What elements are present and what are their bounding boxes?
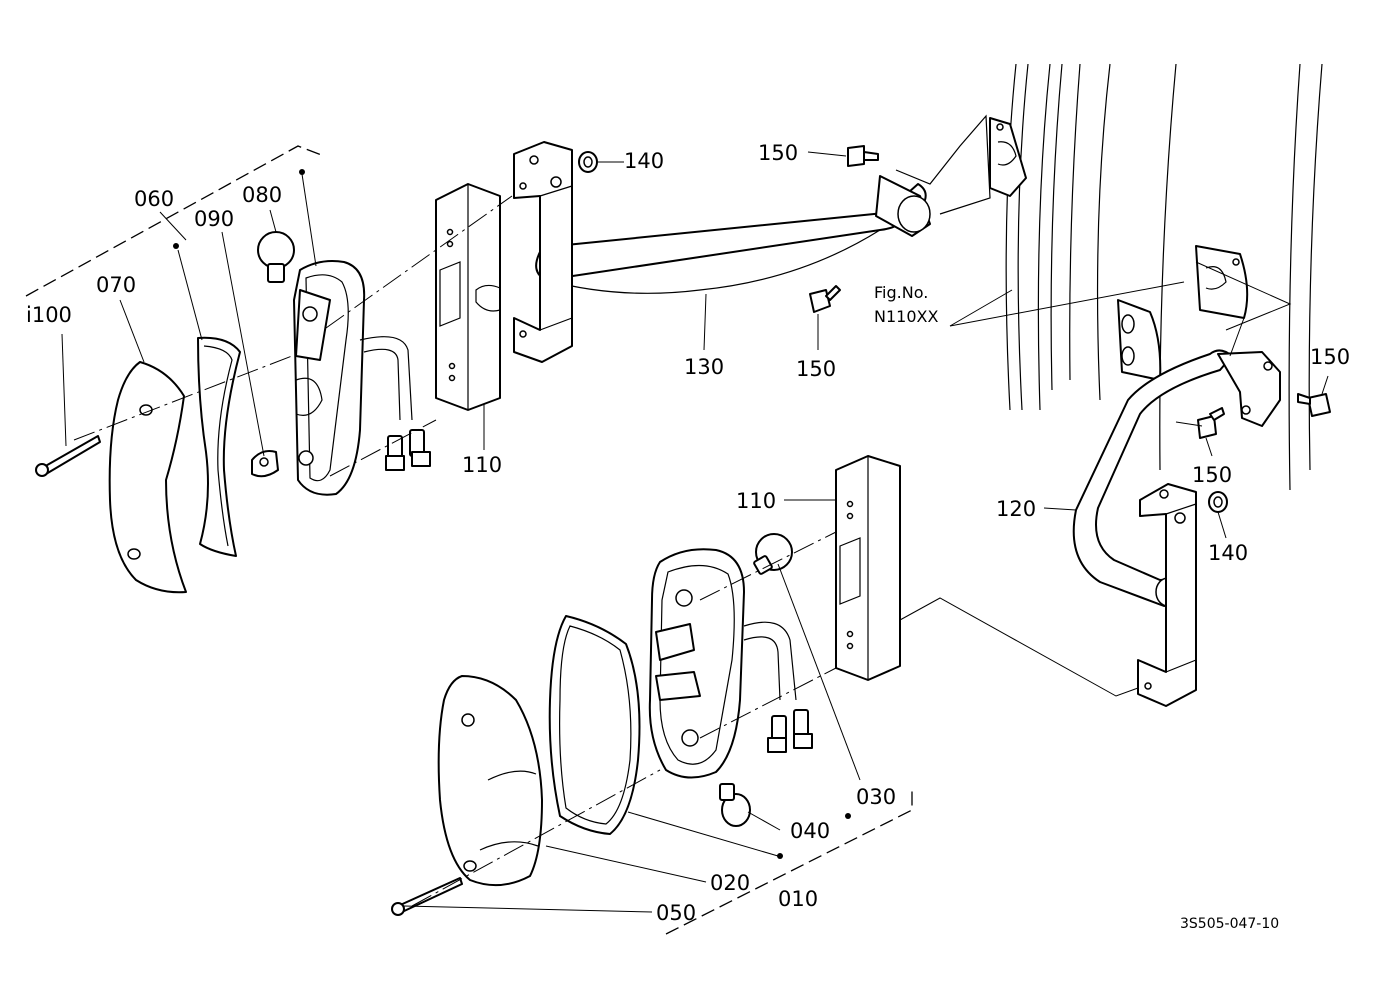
leader-lines [61,151,1329,913]
label-140-upper: 140 [624,149,664,173]
bolt-150-lower [1197,407,1225,439]
screw-050 [391,877,463,916]
nut-140-upper [578,151,598,173]
label-030: 030 [856,785,896,809]
label-110-lower: 110 [736,489,776,513]
assembly-outline-010 [665,790,913,935]
label-040: 040 [790,819,830,843]
label-010: 010 [778,887,818,911]
upper-bracket [513,141,573,363]
label-130: 130 [684,355,724,379]
ref-dot-lamp-left [299,169,305,175]
assembly-outline-060 [25,145,325,297]
label-150-right: 150 [1310,345,1350,369]
upper-spacer-110 [435,183,501,411]
label-090: 090 [194,207,234,231]
gasket-020 [548,615,641,835]
lower-handle-120 [1072,349,1281,607]
label-150-top: 150 [758,141,798,165]
bulb-040 [719,783,751,827]
lens-right [437,675,543,887]
bulb-030 [753,533,793,575]
label-070: 070 [96,273,136,297]
alignment-lines [73,195,1292,907]
part-labels: i100 070 060 090 080 110 140 130 150 150… [26,141,1350,932]
ref-dot-010 [777,853,783,859]
fig-no-label: Fig.No. [874,283,928,302]
left-lamp-body [293,260,431,496]
label-150-handle: 150 [796,357,836,381]
bolt-150-handle [809,285,841,313]
bulb-080 [257,231,295,283]
lens-070 [108,361,187,594]
lower-bracket [1137,483,1197,707]
label-150-lower: 150 [1192,463,1232,487]
screw-100 [35,435,101,477]
right-lamp-body [648,548,813,779]
bolt-150-lower-right [1297,393,1331,417]
label-140-lower: 140 [1208,541,1248,565]
bulb-socket-left [251,450,279,478]
label-020: 020 [710,871,750,895]
gasket-090 [197,336,241,557]
nut-140-lower [1208,491,1228,513]
label-060: 060 [134,187,174,211]
label-120: 120 [996,497,1036,521]
label-050: 050 [656,901,696,925]
label-080: 080 [242,183,282,207]
fig-no-value: N110XX [874,307,938,326]
drawing-code: 3S505-047-10 [1180,916,1279,932]
label-110-upper: 110 [462,453,502,477]
upper-handle-130 [535,114,991,294]
bolt-150-upper [847,145,879,167]
ref-dot-090 [173,243,179,249]
lower-spacer-110 [835,455,901,681]
cab-frame [989,63,1323,491]
label-100: i100 [26,303,72,327]
ref-dot-030 [845,813,851,819]
